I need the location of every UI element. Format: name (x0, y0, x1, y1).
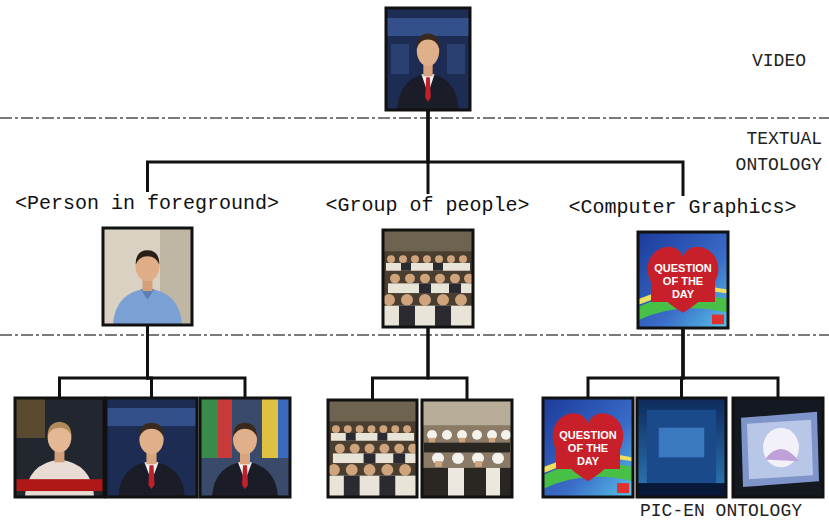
tree-connector (373, 327, 429, 400)
tree-connector (148, 325, 246, 398)
example-node (15, 398, 104, 497)
person-thumbnail (200, 398, 290, 497)
tree-connector (148, 110, 429, 192)
divider-line (0, 334, 829, 336)
screen-caption: QUESTION OF THE DAY (556, 428, 620, 469)
example-node (733, 398, 823, 497)
example-node (422, 400, 512, 497)
tree-connector (683, 328, 778, 398)
screen-caption: QUESTION OF THE DAY (651, 261, 715, 302)
category-node: <Person in foreground> (15, 192, 280, 325)
example-node: QUESTION OF THE DAY (543, 398, 633, 497)
graphics-thumbnail (638, 232, 728, 328)
level-label: PIC-EN ONTOLOGY (640, 498, 822, 524)
example-node (200, 398, 290, 497)
category-heading: <Group of people> (326, 194, 530, 218)
example-node (637, 398, 726, 497)
tree-connector (60, 325, 148, 398)
person-thumbnail (106, 398, 197, 497)
graphics-thumbnail (543, 398, 633, 497)
person-thumbnail (15, 398, 104, 497)
group-thumbnail (383, 230, 474, 327)
category-node: <Group of people> (326, 194, 531, 327)
graphics-thumbnail (733, 398, 823, 497)
category-heading: <Computer Graphics> (569, 196, 797, 220)
divider-line (0, 117, 829, 119)
category-node: <Computer Graphics> QUESTION OF THE DAY (569, 196, 798, 328)
person-thumbnail (103, 228, 192, 325)
group-thumbnail (328, 400, 418, 497)
level-label: VIDEO (752, 48, 822, 74)
example-node (106, 398, 197, 497)
video-node (386, 8, 470, 110)
level-label: TEXTUAL ONTOLOGY (730, 126, 822, 178)
tree-connector (588, 328, 683, 398)
graphics-thumbnail (637, 398, 726, 497)
example-node (328, 400, 417, 497)
video-thumbnail (386, 8, 470, 110)
tree-connector (428, 327, 467, 400)
tree-connector (428, 110, 683, 196)
category-heading: <Person in foreground> (15, 192, 279, 216)
group-thumbnail (422, 400, 512, 497)
